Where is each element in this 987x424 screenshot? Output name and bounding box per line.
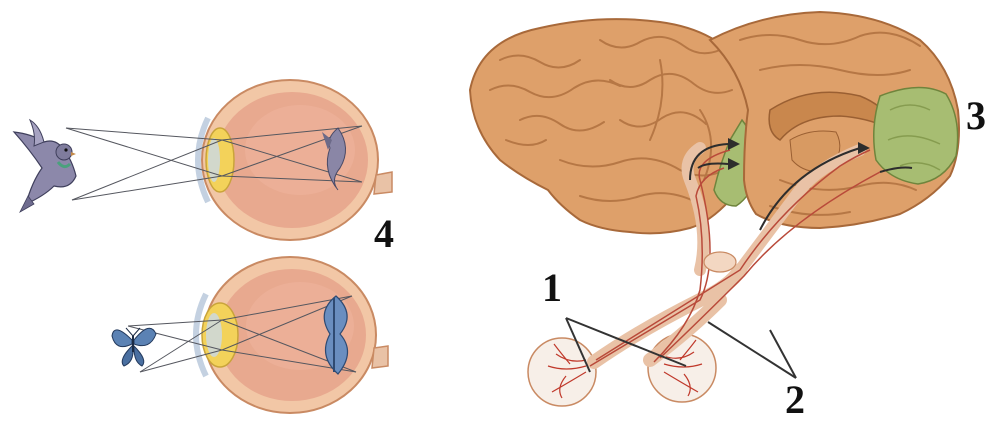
- brain-medial-view: [710, 12, 959, 228]
- right-eyeball: [648, 334, 716, 402]
- brain-lateral-view: [470, 19, 758, 233]
- butterfly-icon: [112, 328, 156, 366]
- callout-label-4: 4: [374, 214, 394, 254]
- pigeon-icon: [14, 120, 76, 212]
- callout-label-2: 2: [785, 380, 805, 420]
- callout-label-3: 3: [966, 96, 986, 136]
- left-eyeball: [528, 338, 596, 406]
- upper-optic-nerve: [374, 172, 392, 194]
- lower-optic-nerve: [372, 346, 388, 368]
- lower-eye: [196, 257, 388, 413]
- callout-label-1: 1: [542, 268, 562, 308]
- upper-eye: [198, 80, 392, 240]
